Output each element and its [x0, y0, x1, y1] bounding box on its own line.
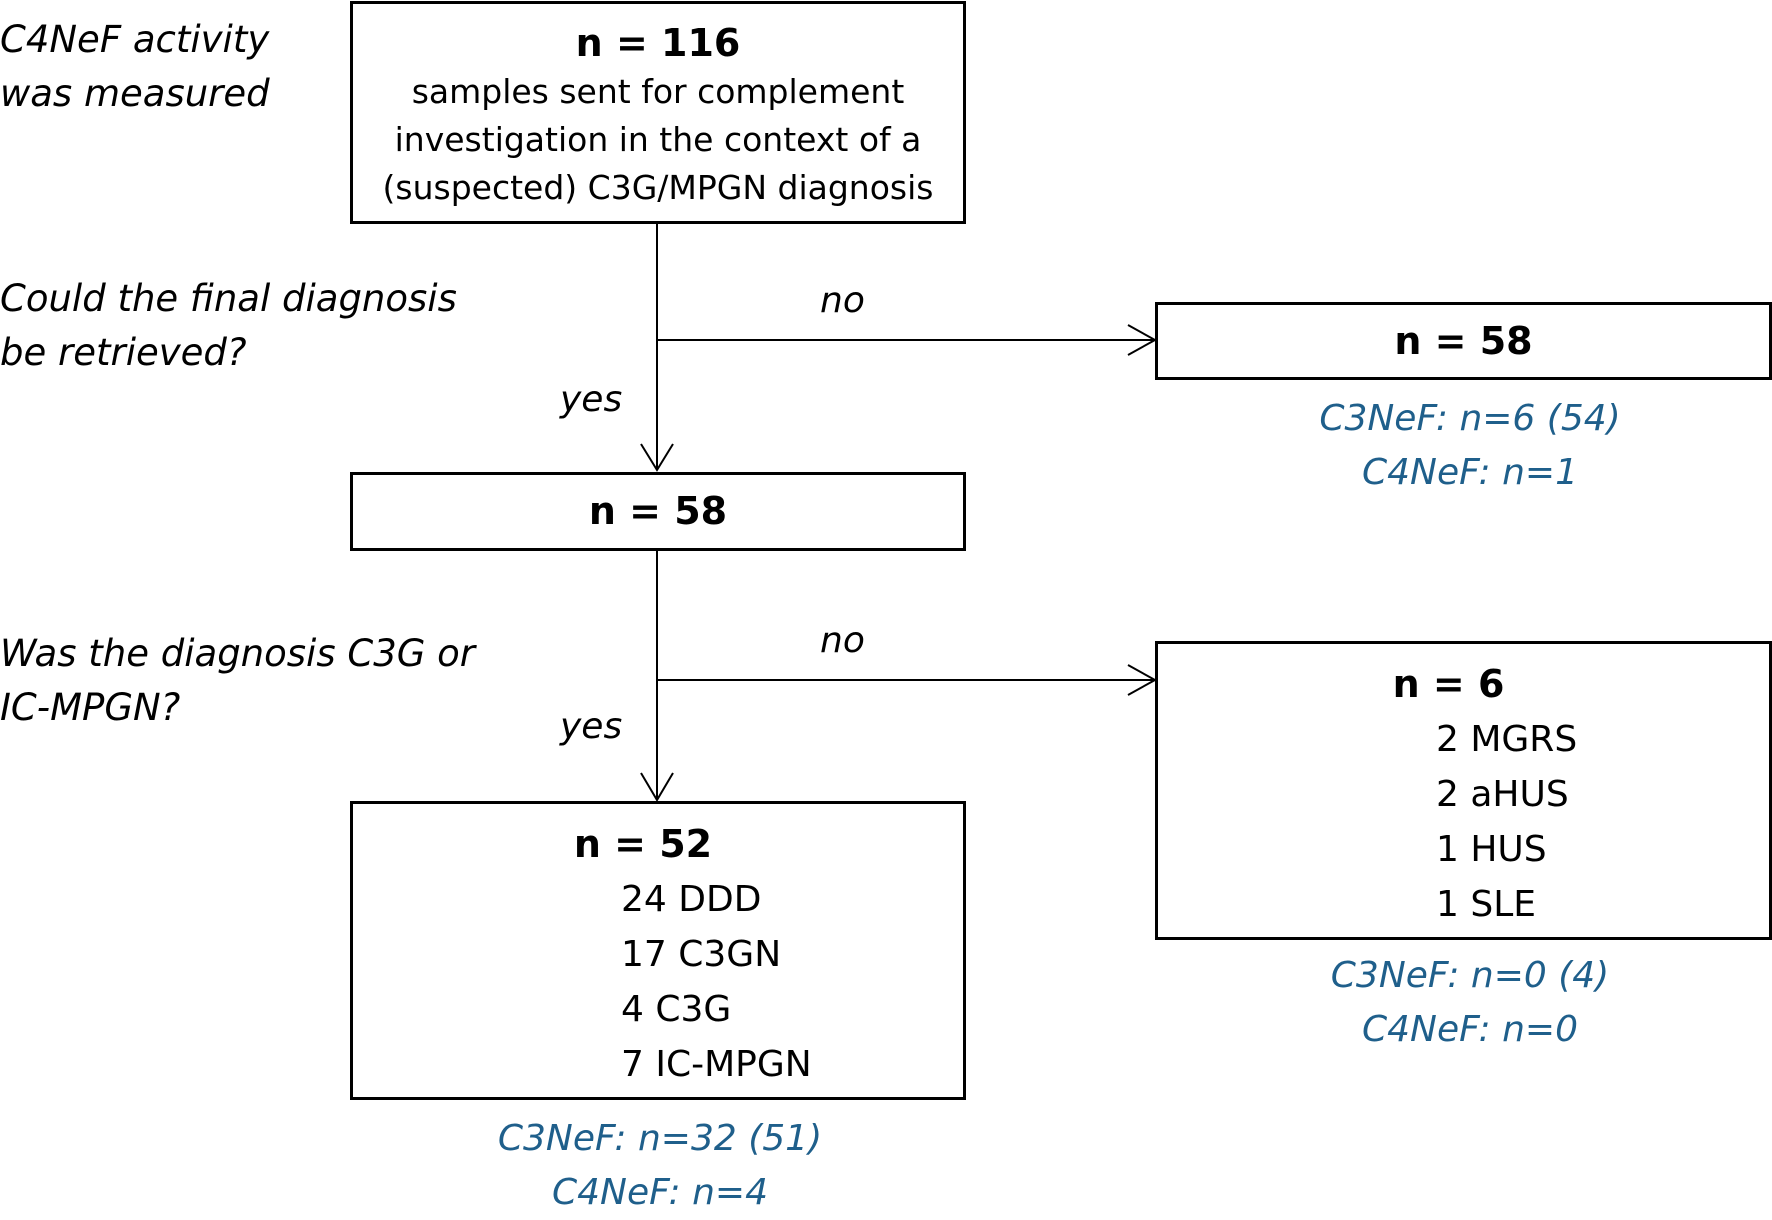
other-diagnoses-list: 2 MGRS 2 aHUS 1 HUS 1 SLE: [1436, 712, 1577, 932]
count-all-samples: n = 116: [575, 21, 741, 65]
description-line: samples sent for complement: [411, 72, 905, 111]
box-diagnosis-not-retrieved: n = 58: [1155, 302, 1772, 380]
list-item: 24 DDD: [621, 879, 762, 920]
description-line: (suspected) C3G/MPGN diagnosis: [382, 168, 934, 207]
arrowhead-down-2: [640, 772, 674, 802]
list-item: 17 C3GN: [621, 934, 782, 975]
count-retrieved: n = 58: [588, 489, 728, 533]
list-item: 1 SLE: [1436, 884, 1537, 925]
box-diagnosis-retrieved: n = 58: [350, 472, 966, 551]
box-c3g-icmpgn: n = 52 24 DDD 17 C3GN 4 C3G 7 IC-MPGN: [350, 801, 966, 1100]
question-diagnosis-retrieved: Could the final diagnosis be retrieved?: [0, 277, 457, 374]
nef-results-other-diagnoses: C3NeF: n=0 (4) C4NeF: n=0: [1330, 955, 1610, 1050]
label-yes-1: yes: [560, 379, 623, 420]
count-other-diagnoses: n = 6: [1392, 662, 1505, 706]
label-no-2: no: [820, 620, 865, 661]
nef-results-c3g-icmpgn: C3NeF: n=32 (51) C4NeF: n=4: [497, 1118, 823, 1213]
list-item: 2 MGRS: [1436, 719, 1578, 760]
list-item: 7 IC-MPGN: [621, 1044, 812, 1085]
list-item: 2 aHUS: [1436, 774, 1569, 815]
box-all-samples: n = 116 samples sent for complement inve…: [350, 1, 966, 224]
box-other-diagnoses: n = 6 2 MGRS 2 aHUS 1 HUS 1 SLE: [1155, 641, 1772, 940]
nef-results-not-retrieved: C3NeF: n=6 (54) C4NeF: n=1: [1319, 398, 1621, 493]
question-measured: C4NeF activity was measured: [0, 18, 270, 115]
label-no-1: no: [820, 280, 865, 321]
count-c3g-icmpgn: n = 52: [573, 822, 713, 866]
count-not-retrieved: n = 58: [1394, 319, 1533, 363]
list-item: 1 HUS: [1436, 829, 1547, 870]
description-line: investigation in the context of a: [394, 120, 922, 159]
arrowhead-down-1: [640, 443, 674, 472]
list-item: 4 C3G: [621, 989, 732, 1030]
label-yes-2: yes: [560, 706, 623, 747]
question-c3g-or-icmpgn: Was the diagnosis C3G or IC-MPGN?: [0, 632, 476, 729]
c3g-icmpgn-list: 24 DDD 17 C3GN 4 C3G 7 IC-MPGN: [621, 872, 812, 1092]
